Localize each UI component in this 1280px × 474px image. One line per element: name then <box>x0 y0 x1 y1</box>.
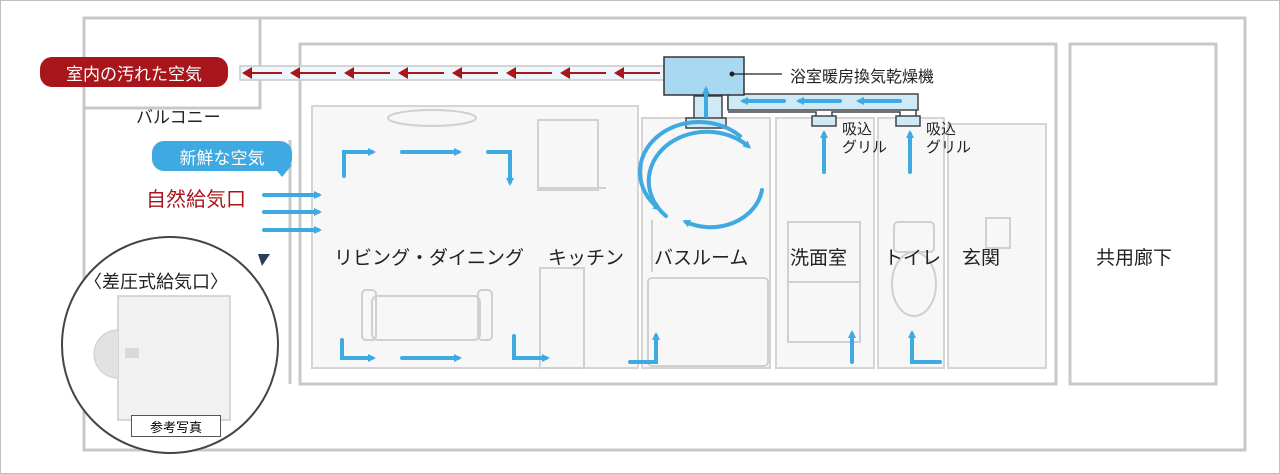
grille-2-line1: 吸込 <box>926 120 971 138</box>
inset-title: 〈差圧式給気口〉 <box>84 268 228 294</box>
public-hallway-label: 共用廊下 <box>1096 243 1172 270</box>
balcony-label: バルコニー <box>136 103 221 128</box>
room-washroom: 洗面室 <box>790 243 847 270</box>
inset-pointer-icon <box>258 254 270 266</box>
room-living: リビング・ダイニング <box>334 243 524 270</box>
room-kitchen: キッチン <box>548 243 624 270</box>
room-bathroom: バスルーム <box>654 243 748 270</box>
grille-1-line1: 吸込 <box>842 120 887 138</box>
reference-photo-note: 参考写真 <box>131 415 221 437</box>
room-toilet: トイレ <box>884 243 941 270</box>
fresh-air-label: 新鮮な空気 <box>152 141 292 171</box>
grille-2-line2: グリル <box>926 138 971 156</box>
ventilation-unit-label: 浴室暖房換気乾燥機 <box>790 63 934 87</box>
dirty-air-label: 室内の汚れた空気 <box>40 57 228 87</box>
room-entrance: 玄関 <box>962 243 1000 270</box>
natural-inlet-label: 自然給気口 <box>146 183 246 212</box>
intake-grille-label-2: 吸込 グリル <box>926 120 971 156</box>
grille-1-line2: グリル <box>842 138 887 156</box>
intake-grille-label-1: 吸込 グリル <box>842 120 887 156</box>
fresh-air-callout-tail <box>272 165 292 177</box>
